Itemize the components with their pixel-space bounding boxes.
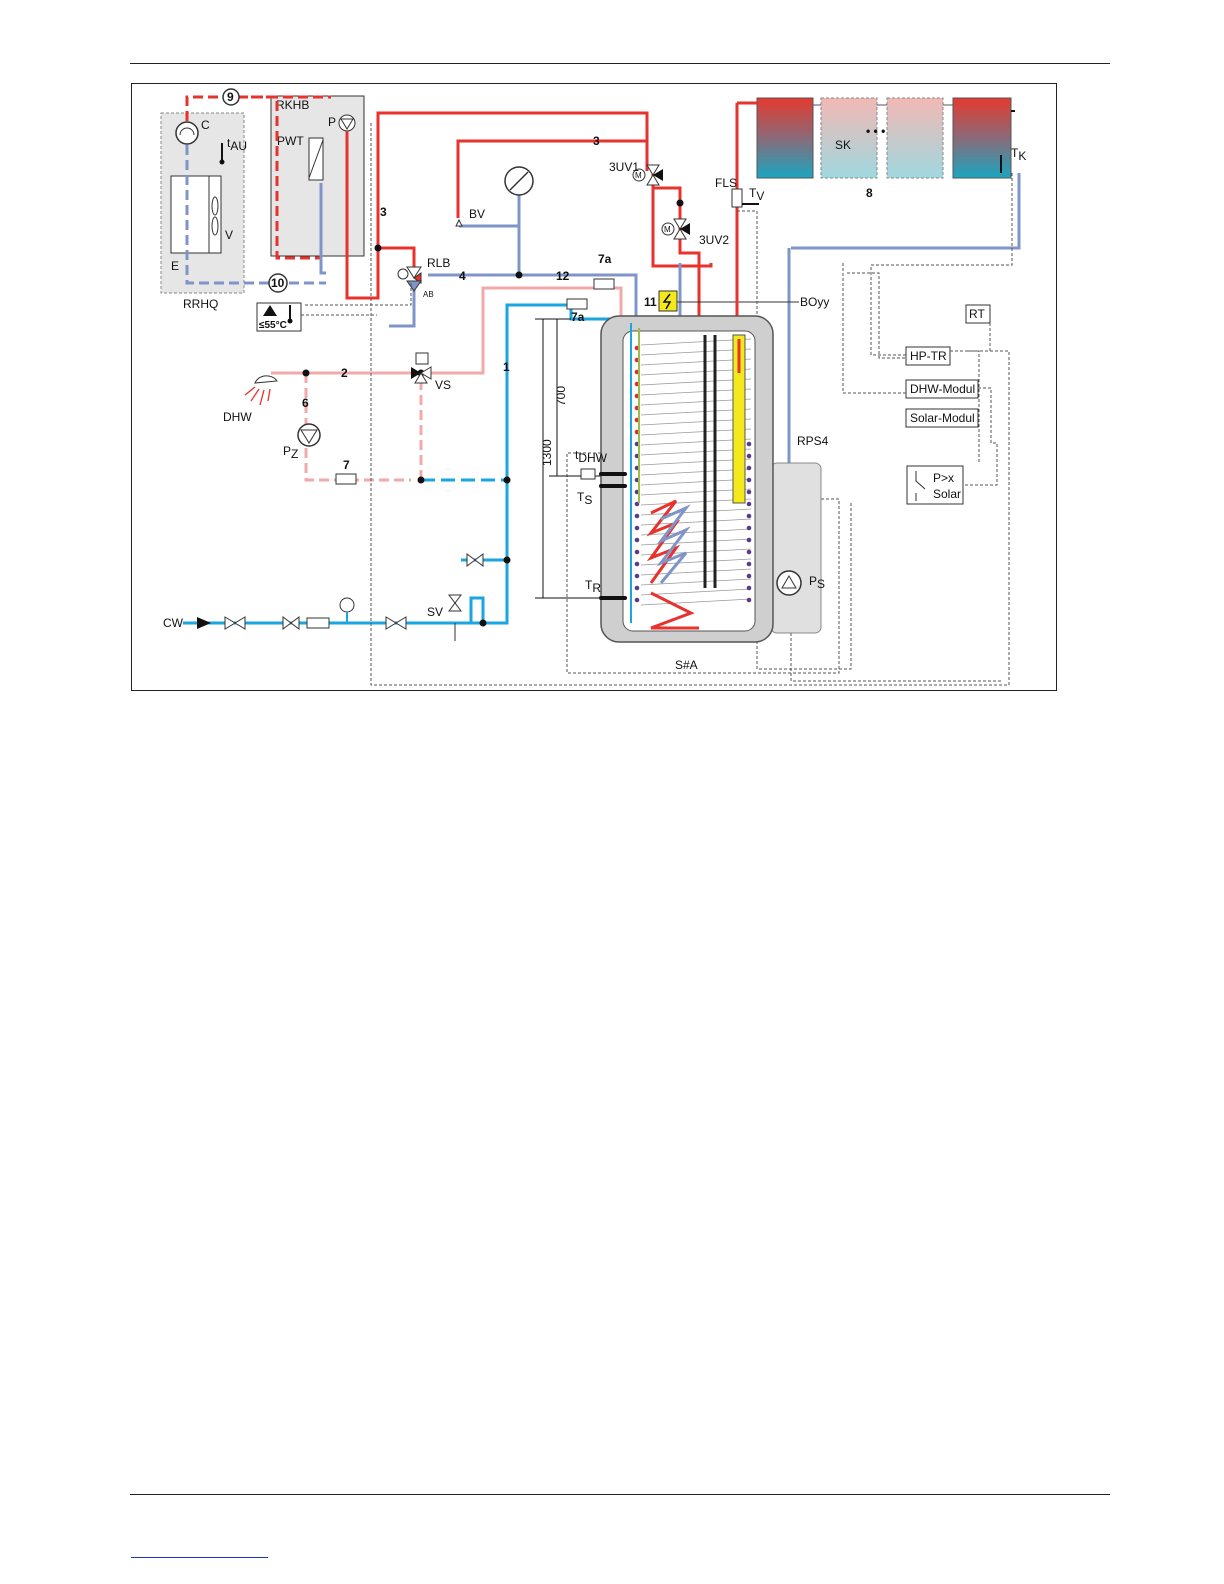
label-9: 9 <box>227 90 234 104</box>
safety-valve-sv-icon <box>449 595 461 611</box>
footer-link-underline[interactable] <box>131 1557 268 1558</box>
label-temp-limit: ≤55°C <box>259 320 287 331</box>
label-7a: 7a <box>598 252 612 266</box>
label-rrhq: RRHQ <box>183 297 218 311</box>
label-3a: 3 <box>380 205 387 219</box>
label-tr: TR <box>585 578 601 595</box>
label-4: 4 <box>459 269 466 283</box>
mixing-valve-vs-icon <box>411 353 431 383</box>
check-valve-7a-bottom <box>567 299 587 309</box>
check-valve-7 <box>336 474 356 484</box>
drain-valve-icon <box>467 554 483 566</box>
solar-collector-3 <box>887 98 943 178</box>
pipe-solar-return <box>791 173 1019 248</box>
electric-heater-icon <box>659 291 677 311</box>
label-3uv2: 3UV2 <box>699 233 729 247</box>
label-1: 1 <box>503 360 510 374</box>
cw-arrow-icon <box>197 617 211 629</box>
hydraulic-schematic: C tAU V E RRHQ RKHB PWT P <box>131 83 1057 691</box>
pipe-supply-3-bv <box>458 141 647 218</box>
label-tv: TV <box>749 186 764 203</box>
footer-rule <box>130 1494 1110 1495</box>
label-8: 8 <box>866 186 873 200</box>
label-dhw-modul: DHW-Modul <box>910 382 975 396</box>
label-m2: M <box>664 225 671 234</box>
label-sk: SK <box>835 138 851 152</box>
label-c: C <box>201 118 210 132</box>
rps4-pump-unit <box>771 463 821 633</box>
label-10: 10 <box>271 276 285 290</box>
label-rlb: RLB <box>427 256 450 270</box>
label-rlb-ab: AB <box>423 290 434 299</box>
label-ts: TS <box>577 490 592 507</box>
label-rt: RT <box>969 307 985 321</box>
label-tk: TK <box>1011 146 1026 163</box>
sensor-tdhw-box <box>581 469 595 479</box>
bv-valve-icon <box>456 220 462 226</box>
label-v: V <box>225 228 233 242</box>
compressor-icon <box>176 122 198 144</box>
label-fls: FLS <box>715 176 737 190</box>
check-valve-7a-top <box>594 279 614 289</box>
label-hp-tr: HP-TR <box>910 349 947 363</box>
solar-collector-4 <box>953 98 1011 178</box>
label-7: 7 <box>343 458 350 472</box>
label-7a-2: 7a <box>571 310 585 324</box>
flow-sensor-fls <box>732 189 742 207</box>
label-dhw: DHW <box>223 410 252 424</box>
label-3uv1: 3UV1 <box>609 160 639 174</box>
label-tau: tAU <box>227 136 247 153</box>
shower-spray-icon <box>245 387 270 405</box>
label-700: 700 <box>554 386 568 406</box>
label-boyy: BOyy <box>800 295 829 309</box>
header-rule <box>130 63 1110 64</box>
ellipsis-dots: • • • <box>866 124 885 138</box>
pipe-sv-branch <box>471 598 483 623</box>
solar-collector-1 <box>757 98 813 178</box>
label-sv: SV <box>427 605 443 619</box>
label-vs: VS <box>435 378 451 392</box>
label-solar: Solar <box>933 487 961 501</box>
shower-head-icon <box>255 376 277 383</box>
label-pz: PZ <box>283 444 298 461</box>
label-px: P>x <box>933 471 954 485</box>
label-12: 12 <box>556 269 570 283</box>
pressure-gauge-icon <box>340 598 354 612</box>
label-rps4: RPS4 <box>797 434 829 448</box>
pipe-uv1-out <box>653 188 680 203</box>
label-11: 11 <box>644 295 657 309</box>
label-tdhw: tDHW <box>575 448 608 465</box>
label-3b: 3 <box>593 134 600 148</box>
label-6: 6 <box>302 396 309 410</box>
label-1300: 1300 <box>540 439 554 466</box>
solar-pump-ps-icon <box>777 571 801 595</box>
label-p: P <box>328 115 336 129</box>
label-bv: BV <box>469 207 485 221</box>
pipe-return-4 <box>389 288 414 326</box>
label-sa: S#A <box>675 658 698 672</box>
label-pwt: PWT <box>277 134 304 148</box>
label-cw: CW <box>163 616 184 630</box>
label-solar-modul: Solar-Modul <box>910 411 975 425</box>
label-rkhb: RKHB <box>276 98 309 112</box>
filter-icon <box>307 618 329 628</box>
label-e: E <box>171 259 179 273</box>
pipe-dhw-circ <box>306 373 411 480</box>
label-2: 2 <box>341 366 348 380</box>
